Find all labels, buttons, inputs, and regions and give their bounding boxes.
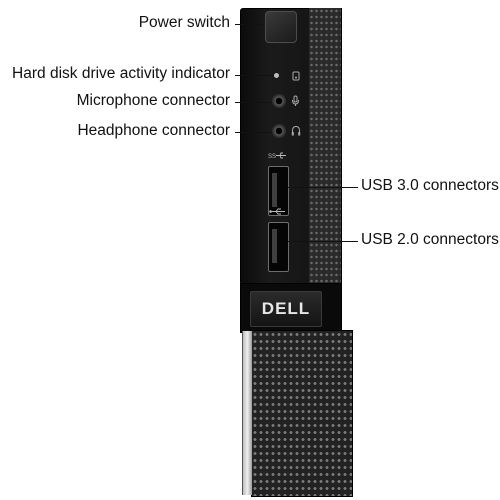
headphone-icon — [291, 125, 301, 136]
leader-power-switch — [235, 24, 262, 25]
usb-icon — [269, 208, 285, 215]
usb-ss-icon: SS — [268, 152, 286, 160]
power-button — [265, 11, 297, 43]
microphone-jack — [272, 94, 286, 108]
leader-usb2 — [288, 241, 358, 242]
callout-hdd-indicator: Hard disk drive activity indicator — [12, 65, 230, 82]
callout-usb3: USB 3.0 connectors — [361, 177, 499, 194]
dell-logo-text: DELL — [261, 299, 311, 318]
callout-microphone: Microphone connector — [76, 92, 230, 109]
leader-headphone — [235, 132, 271, 133]
dell-logo: DELL — [250, 291, 322, 327]
leader-microphone — [235, 102, 271, 103]
svg-text:SS: SS — [268, 154, 276, 160]
hdd-icon — [292, 71, 300, 81]
left-rail — [242, 331, 252, 495]
usb2-port — [268, 222, 289, 272]
leader-hdd-indicator — [235, 75, 272, 76]
callout-headphone: Headphone connector — [77, 122, 230, 139]
side-vent — [309, 8, 342, 283]
usb3-port — [268, 166, 289, 216]
microphone-icon — [292, 95, 299, 106]
callout-usb2: USB 2.0 connectors — [361, 231, 499, 248]
leader-usb3 — [288, 187, 358, 188]
bottom-vent — [251, 330, 353, 497]
hdd-activity-led — [274, 73, 279, 78]
headphone-jack — [272, 124, 286, 138]
callout-power-switch: Power switch — [138, 14, 230, 31]
